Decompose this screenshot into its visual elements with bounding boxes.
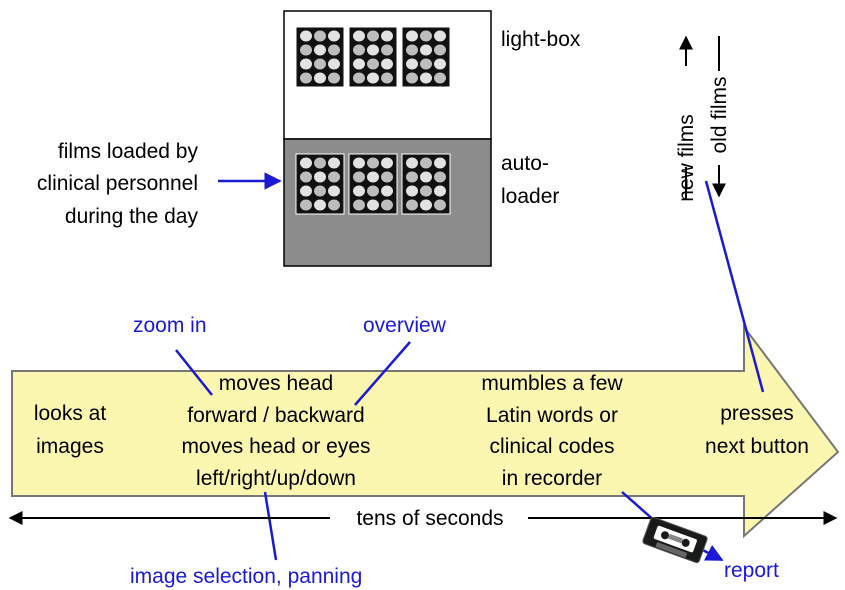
autoloader-label-line2: loader — [501, 185, 559, 208]
step-looks-line1: looks at — [34, 402, 107, 425]
film-sheet — [348, 153, 398, 215]
old-films-indicator: old films — [708, 36, 731, 198]
films-loaded-line2: clinical personnel — [37, 172, 198, 195]
next-button-line — [704, 180, 765, 393]
step-moves-line3: moves head or eyes — [181, 435, 370, 458]
image-selection-line — [263, 491, 278, 561]
autoloader-label-line1: auto- — [501, 152, 549, 175]
film-sheet — [295, 26, 345, 88]
step-moves-line4: left/right/up/down — [196, 467, 356, 490]
step-mumbles-line3: clinical codes — [490, 435, 615, 458]
films-loaded-line1: films loaded by — [58, 140, 199, 163]
overview-label: overview — [363, 314, 447, 337]
film-sheet — [401, 26, 451, 88]
new-films-label: new films — [675, 114, 698, 202]
image-selection-label: image selection, panning — [130, 565, 362, 588]
film-sheet — [348, 26, 398, 88]
old-films-label: old films — [708, 76, 731, 153]
step-looks-line2: images — [36, 435, 104, 458]
report-label: report — [724, 559, 779, 582]
step-mumbles-line1: mumbles a few — [481, 372, 623, 395]
overview-line — [354, 341, 411, 406]
autoloader-films — [295, 153, 451, 215]
step-moves-line1: moves head — [219, 372, 333, 395]
zoom-in-label: zoom in — [133, 314, 207, 337]
step-presses-line1: presses — [720, 402, 794, 425]
lightbox-films — [295, 26, 451, 88]
step-mumbles-line2: Latin words or — [486, 404, 618, 427]
film-sheet — [295, 153, 345, 215]
cassette-tape-icon — [642, 516, 708, 564]
timeline-label: tens of seconds — [356, 507, 503, 530]
film-sheet — [401, 153, 451, 215]
step-mumbles-line4: in recorder — [502, 467, 602, 490]
workflow-arrow — [11, 324, 840, 539]
films-loaded-line3: during the day — [65, 205, 199, 228]
new-films-indicator: new films — [675, 35, 698, 202]
zoom-in-line — [175, 349, 213, 396]
lightbox-label: light-box — [501, 28, 581, 51]
lightbox-cabinet — [283, 10, 492, 267]
step-presses-line2: next button — [705, 435, 809, 458]
step-moves-line2: forward / backward — [187, 404, 364, 427]
